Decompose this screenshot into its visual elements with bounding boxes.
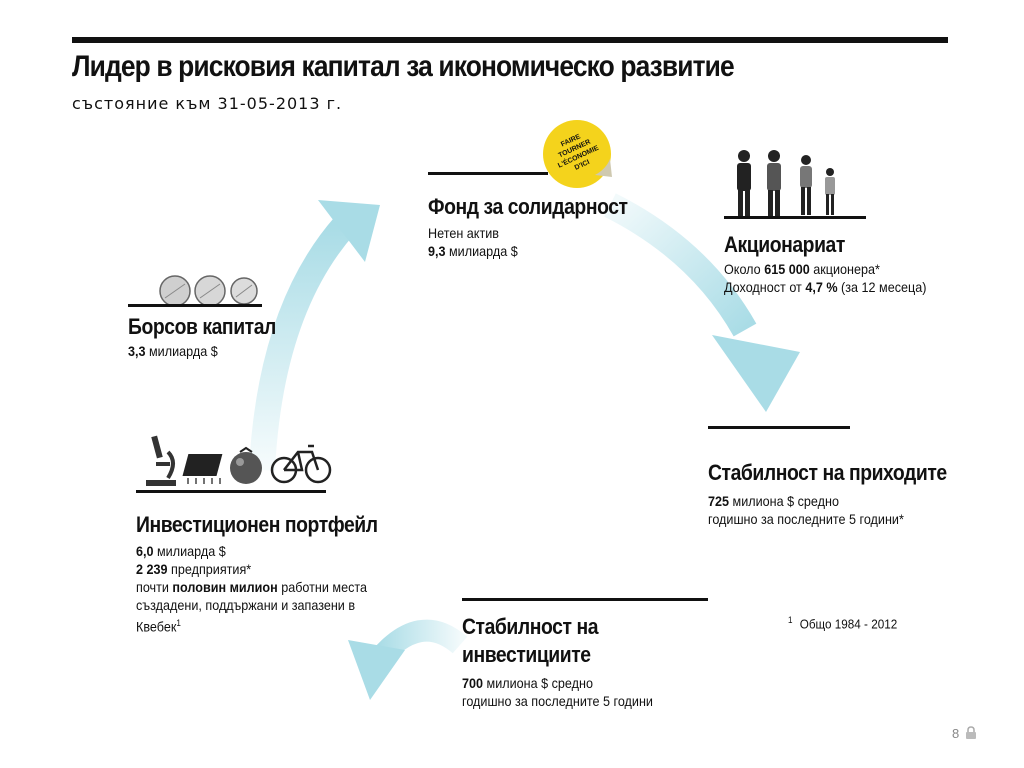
investments-unit: милиона $ средно bbox=[486, 675, 593, 691]
portfolio-footnote-ref: 1 bbox=[176, 618, 181, 628]
shareholders-rule bbox=[724, 216, 866, 219]
portfolio-companies: 2 239 bbox=[136, 561, 168, 577]
portfolio-jobs: половин милион bbox=[172, 579, 278, 595]
page-title: Лидер в рисковия капитал за икономическо… bbox=[72, 50, 735, 83]
page-number: 8 bbox=[952, 726, 960, 741]
portfolio-line2: 2 239 предприятия* bbox=[136, 560, 367, 578]
portfolio-line5: Квебек1 bbox=[136, 614, 367, 636]
people-icon bbox=[737, 150, 835, 216]
equity-rule bbox=[128, 304, 262, 307]
portfolio-l3-pre: почти bbox=[136, 579, 169, 595]
portfolio-assets: 6,0 bbox=[136, 543, 154, 559]
portfolio-l5: Квебек bbox=[136, 618, 177, 635]
shareholders-l1-pre: Около bbox=[724, 261, 761, 277]
equity-value: 3,3 bbox=[128, 343, 146, 359]
income-unit: милиона $ средно bbox=[732, 493, 839, 509]
fund-line1: Нетен актив bbox=[428, 225, 499, 241]
fund-value: 9,3 bbox=[428, 243, 446, 259]
income-text: 725 милиона $ средно годишно за последни… bbox=[708, 492, 904, 528]
shareholders-l1-post: акционера* bbox=[813, 261, 880, 277]
investments-text: 700 милиона $ средно годишно за последни… bbox=[462, 674, 653, 710]
income-heading: Стабилност на приходите bbox=[708, 460, 947, 485]
arrow-left bbox=[249, 216, 355, 471]
portfolio-line4: създадени, поддържани и запазени в bbox=[136, 597, 356, 613]
income-line2: годишно за последните 5 години* bbox=[708, 511, 904, 527]
equity-heading: Борсов капитал bbox=[128, 314, 276, 339]
investments-heading-2: инвестициите bbox=[462, 642, 591, 667]
footnote: 1 Общо 1984 - 2012 bbox=[788, 615, 897, 631]
portfolio-assets-unit: милиарда $ bbox=[157, 543, 226, 559]
fund-value-line: 9,3 милиарда $ bbox=[428, 242, 518, 260]
shareholders-heading: Акционариат bbox=[724, 232, 845, 257]
fund-unit: милиарда $ bbox=[449, 243, 518, 259]
portfolio-text: 6,0 милиарда $ 2 239 предприятия* почти … bbox=[136, 542, 367, 636]
shareholders-line2: Доходност от 4,7 % (за 12 месеца) bbox=[724, 278, 926, 296]
footnote-text: Общо 1984 - 2012 bbox=[799, 616, 898, 632]
investments-line1: 700 милиона $ средно bbox=[462, 674, 653, 692]
page-subtitle: състояние към 31-05-2013 г. bbox=[72, 94, 343, 113]
microscope-icon bbox=[146, 435, 176, 486]
bicycle-icon bbox=[270, 444, 332, 484]
portfolio-l3-post: работни места bbox=[281, 579, 368, 595]
chip-icon bbox=[182, 454, 223, 484]
equity-text: 3,3 милиарда $ bbox=[128, 342, 218, 360]
arrow-left-head bbox=[318, 200, 380, 262]
economy-badge-icon: FAIRE TOURNER L'ÉCONOMIE D'ICI bbox=[543, 120, 612, 188]
income-rule bbox=[708, 426, 850, 429]
fund-text: Нетен актив 9,3 милиарда $ bbox=[428, 224, 518, 260]
investments-value: 700 bbox=[462, 675, 484, 691]
fund-rule bbox=[428, 172, 548, 175]
income-value: 725 bbox=[708, 493, 730, 509]
portfolio-companies-unit: предприятия* bbox=[171, 561, 252, 577]
arrow-bottom-head bbox=[348, 640, 405, 700]
lock-icon bbox=[966, 726, 976, 739]
tomato-icon bbox=[230, 446, 262, 484]
shareholders-return: 4,7 % bbox=[805, 279, 838, 295]
shareholders-count: 615 000 bbox=[764, 261, 810, 277]
investments-heading-1: Стабилност на bbox=[462, 614, 599, 639]
income-line1: 725 милиона $ средно bbox=[708, 492, 904, 510]
top-rule bbox=[72, 37, 948, 43]
shareholders-l2-pre: Доходност от bbox=[724, 279, 802, 295]
shareholders-text: Около 615 000 акционера* Доходност от 4,… bbox=[724, 260, 926, 296]
coins-icon bbox=[159, 275, 258, 307]
footnote-marker: 1 bbox=[788, 615, 793, 625]
equity-unit: милиарда $ bbox=[149, 343, 218, 359]
investments-line2: годишно за последните 5 години bbox=[462, 693, 653, 709]
fund-heading: Фонд за солидарност bbox=[428, 194, 628, 219]
portfolio-heading: Инвестиционен портфейл bbox=[136, 512, 378, 537]
shareholders-l2-post: (за 12 месеца) bbox=[841, 279, 927, 295]
portfolio-line1: 6,0 милиарда $ bbox=[136, 542, 367, 560]
portfolio-icons bbox=[146, 435, 332, 486]
portfolio-rule bbox=[136, 490, 326, 493]
portfolio-line3: почти половин милион работни места bbox=[136, 578, 367, 596]
arrow-top-right bbox=[604, 193, 757, 337]
arrow-top-right-head bbox=[712, 335, 800, 412]
investments-rule bbox=[462, 598, 708, 601]
shareholders-line1: Около 615 000 акционера* bbox=[724, 260, 926, 278]
